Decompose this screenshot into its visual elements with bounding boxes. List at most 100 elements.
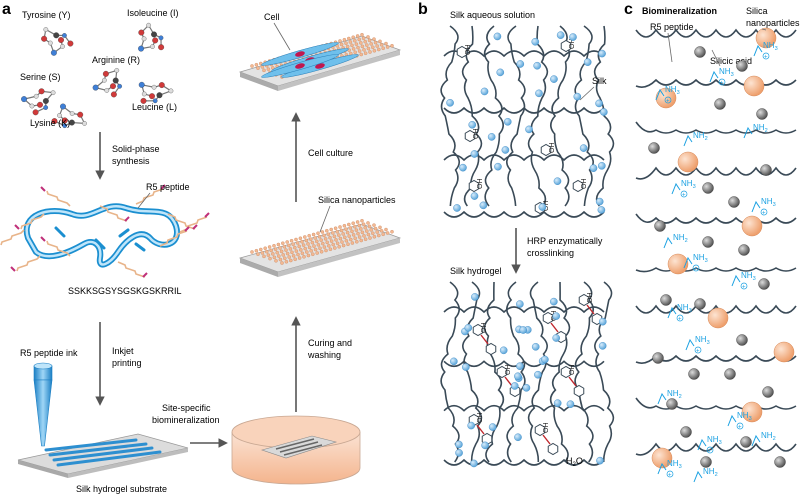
water-label: H2O bbox=[566, 456, 583, 468]
positive-charge-icon bbox=[694, 346, 702, 354]
silica-dot bbox=[366, 46, 371, 51]
silk-chain bbox=[443, 154, 605, 162]
silk-chain bbox=[550, 25, 571, 207]
silica-dot bbox=[350, 43, 354, 48]
atom bbox=[102, 77, 107, 83]
atom bbox=[110, 91, 117, 98]
label-silica-c-line1: Silica bbox=[746, 6, 768, 16]
silica-plate bbox=[238, 218, 402, 277]
side-chain bbox=[20, 213, 45, 230]
silica-dot bbox=[355, 239, 359, 244]
silica-dot bbox=[360, 218, 364, 223]
silica-dot bbox=[357, 223, 361, 228]
label-r5-peptide-ink: R5 peptide ink bbox=[20, 348, 78, 358]
silica-dot bbox=[267, 245, 272, 249]
silica-dot bbox=[297, 256, 302, 260]
silica-dot bbox=[365, 43, 369, 47]
nh2-label: NH2 bbox=[753, 123, 768, 134]
nh3-label: NH3 bbox=[667, 459, 682, 470]
step-inkjet-line2: printing bbox=[112, 358, 142, 368]
label-r5-peptide-a: R5 peptide bbox=[146, 182, 190, 192]
silk-chain bbox=[440, 25, 460, 207]
silica-dot bbox=[375, 230, 379, 234]
silica-dot bbox=[372, 49, 377, 53]
silica-dot bbox=[353, 224, 357, 229]
oh-label: OH bbox=[543, 423, 550, 434]
silica-dot bbox=[350, 241, 355, 245]
phenol-ring bbox=[578, 293, 590, 307]
nh2-label: NH2 bbox=[761, 431, 776, 442]
silica-dot bbox=[346, 242, 350, 246]
positive-charge-icon bbox=[762, 52, 770, 60]
silica-nanoparticle bbox=[773, 341, 795, 363]
atom bbox=[152, 98, 158, 104]
water-bead bbox=[553, 177, 562, 185]
silica-dot bbox=[260, 65, 265, 69]
label-isoleucine: Isoleucine (I) bbox=[127, 8, 179, 18]
silica-dot bbox=[373, 226, 378, 231]
silicic-acid bbox=[736, 334, 748, 346]
silica-dot bbox=[354, 228, 359, 232]
silica-dot bbox=[326, 232, 331, 236]
label-silk-hydrogel-substrate: Silk hydrogel substrate bbox=[76, 484, 167, 494]
atom bbox=[42, 98, 49, 104]
amine-linker bbox=[663, 236, 673, 249]
silica-dot bbox=[366, 232, 371, 237]
silica-dot bbox=[338, 225, 342, 229]
silica-dot bbox=[320, 230, 325, 234]
water-bead bbox=[499, 346, 508, 355]
silica-dot bbox=[368, 50, 372, 54]
nh2-label: NH2 bbox=[703, 467, 718, 478]
oh-label: OH bbox=[477, 179, 484, 190]
silica-dot bbox=[325, 240, 329, 245]
silica-dot bbox=[367, 38, 372, 43]
silica-dot bbox=[356, 45, 360, 50]
silica-dot bbox=[368, 236, 372, 240]
biomineralization-title: Biomineralization bbox=[642, 6, 717, 16]
silica-dot bbox=[266, 67, 271, 71]
panel-label-c: c bbox=[624, 1, 633, 18]
silicic-acid bbox=[688, 368, 700, 380]
silica-dot bbox=[328, 235, 332, 240]
amine-linker bbox=[727, 414, 737, 427]
amine-linker bbox=[751, 200, 761, 213]
amine-linker bbox=[743, 126, 753, 139]
silica-dot bbox=[339, 228, 344, 233]
water-bead bbox=[503, 118, 512, 126]
side-chain bbox=[46, 190, 71, 207]
amine-linker bbox=[751, 434, 761, 447]
label-tyrosine: Tyrosine (Y) bbox=[22, 10, 71, 20]
amine-linker bbox=[655, 88, 665, 101]
silica-dot bbox=[337, 244, 341, 249]
silica-dot bbox=[360, 230, 365, 235]
step-cell-culture: Cell culture bbox=[308, 148, 353, 158]
silica-dot bbox=[367, 224, 372, 229]
silica-dot bbox=[291, 242, 295, 246]
silica-dot bbox=[301, 243, 306, 247]
leader-silica-c bbox=[761, 28, 767, 31]
atom bbox=[156, 92, 163, 99]
oh-label: OH bbox=[543, 201, 550, 212]
silica-dot bbox=[343, 235, 347, 240]
silicic-acid bbox=[660, 294, 672, 306]
silk-hydrogel-title: Silk hydrogel bbox=[450, 266, 502, 276]
step-synthesis-line1: Solid-phase bbox=[112, 144, 160, 154]
water-bead bbox=[541, 355, 549, 364]
water-bead bbox=[459, 163, 467, 172]
silicic-acid bbox=[652, 352, 664, 364]
silk-chain bbox=[462, 281, 483, 463]
silica-nanoparticle bbox=[741, 401, 763, 423]
oh-label: OH bbox=[473, 129, 480, 140]
silk-chain bbox=[443, 458, 605, 466]
silica-dot bbox=[385, 45, 390, 49]
water-bead bbox=[583, 58, 592, 66]
r5-peptide-chain bbox=[635, 78, 797, 88]
water-bead bbox=[519, 326, 527, 334]
water-bead bbox=[595, 197, 604, 206]
atom bbox=[43, 27, 49, 32]
r5-peptide-chain bbox=[635, 121, 797, 134]
silk-solution-title: Silk aqueous solution bbox=[450, 10, 535, 20]
silica-nanoparticle bbox=[755, 27, 777, 49]
silica-dot bbox=[310, 240, 315, 245]
side-chain bbox=[99, 205, 128, 222]
